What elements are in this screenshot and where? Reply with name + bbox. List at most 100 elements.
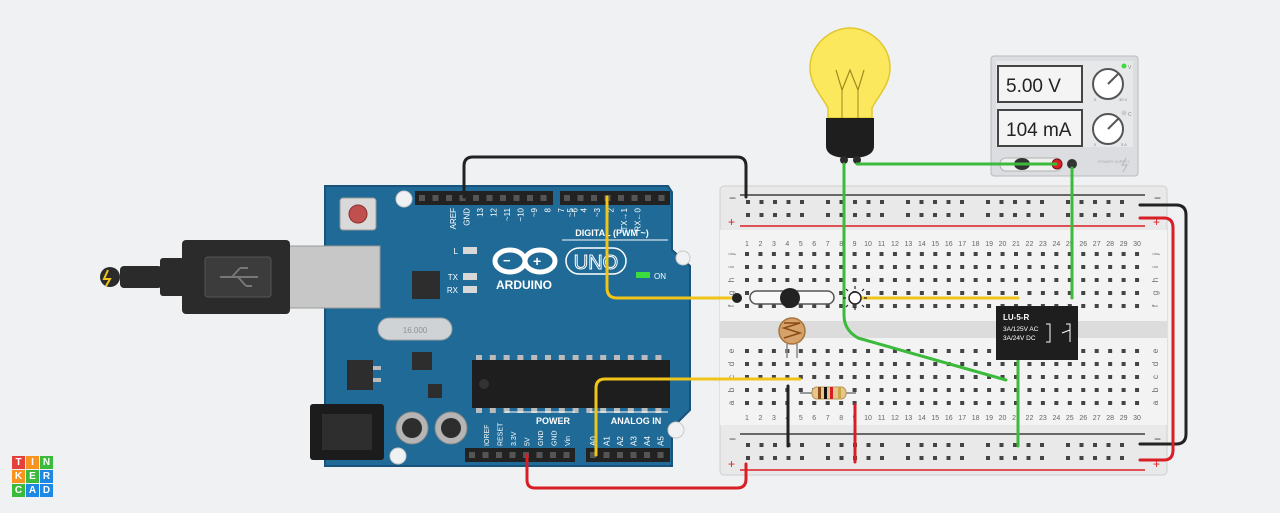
breadboard-hole[interactable] [973, 252, 978, 256]
analog-header[interactable] [586, 448, 670, 462]
breadboard-hole[interactable] [866, 278, 871, 282]
breadboard-hole[interactable] [866, 362, 871, 366]
breadboard-hole[interactable] [933, 401, 938, 405]
breadboard-hole[interactable] [839, 401, 844, 405]
breadboard-hole[interactable] [1027, 388, 1032, 392]
breadboard-hole[interactable] [1108, 401, 1113, 405]
rail-hole[interactable] [1106, 200, 1111, 204]
breadboard-hole[interactable] [771, 304, 776, 308]
breadboard-hole[interactable] [1014, 401, 1018, 405]
breadboard-hole[interactable] [771, 401, 776, 405]
breadboard-hole[interactable] [960, 401, 965, 405]
rail-hole[interactable] [1079, 443, 1084, 447]
breadboard-hole[interactable] [745, 265, 749, 269]
breadboard-hole[interactable] [1121, 349, 1126, 353]
header-hole[interactable] [564, 195, 570, 201]
breadboard-hole[interactable] [825, 375, 830, 379]
breadboard-hole[interactable] [866, 375, 871, 379]
rail-hole[interactable] [906, 200, 910, 204]
breadboard-hole[interactable] [1135, 252, 1140, 256]
rail-hole[interactable] [880, 443, 884, 447]
rail-hole[interactable] [946, 443, 951, 447]
rail-hole[interactable] [759, 200, 764, 204]
breadboard-hole[interactable] [1135, 349, 1140, 353]
rail-hole[interactable] [839, 200, 844, 204]
breadboard-hole[interactable] [812, 401, 817, 405]
rail-hole[interactable] [960, 456, 964, 460]
breadboard-hole[interactable] [825, 349, 830, 353]
breadboard-hole[interactable] [852, 265, 857, 269]
breadboard-hole[interactable] [892, 265, 897, 269]
breadboard-hole[interactable] [1000, 252, 1005, 256]
rail-hole[interactable] [880, 456, 884, 460]
breadboard-hole[interactable] [1040, 278, 1045, 282]
breadboard-hole[interactable] [879, 388, 884, 392]
rail-hole[interactable] [759, 213, 764, 217]
breadboard-hole[interactable] [1040, 265, 1045, 269]
rail-hole[interactable] [1026, 456, 1031, 460]
breadboard-hole[interactable] [745, 401, 749, 405]
breadboard-hole[interactable] [1094, 375, 1099, 379]
rail-hole[interactable] [919, 200, 924, 204]
breadboard-hole[interactable] [1027, 375, 1032, 379]
breadboard-hole[interactable] [1014, 388, 1018, 392]
breadboard-hole[interactable] [1000, 291, 1005, 295]
rail-hole[interactable] [1106, 213, 1111, 217]
breadboard-hole[interactable] [892, 388, 897, 392]
breadboard-hole[interactable] [745, 349, 749, 353]
header-hole[interactable] [577, 195, 584, 201]
breadboard-hole[interactable] [933, 278, 938, 282]
breadboard-hole[interactable] [1040, 362, 1045, 366]
rail-hole[interactable] [773, 213, 777, 217]
breadboard-hole[interactable] [866, 265, 871, 269]
breadboard-hole[interactable] [1081, 304, 1086, 308]
rail-hole[interactable] [999, 443, 1004, 447]
breadboard-hole[interactable] [1000, 388, 1005, 392]
breadboard-hole[interactable] [1135, 304, 1140, 308]
breadboard-hole[interactable] [866, 388, 871, 392]
breadboard-hole[interactable] [973, 304, 978, 308]
breadboard-hole[interactable] [906, 401, 911, 405]
breadboard-hole[interactable] [946, 401, 951, 405]
rail-hole[interactable] [800, 213, 804, 217]
header-hole[interactable] [645, 195, 651, 201]
breadboard-hole[interactable] [1081, 291, 1086, 295]
rail-hole[interactable] [826, 456, 830, 460]
breadboard-hole[interactable] [1121, 401, 1126, 405]
rail-hole[interactable] [786, 456, 791, 460]
breadboard-hole[interactable] [1135, 278, 1140, 282]
header-hole[interactable] [486, 195, 493, 201]
breadboard-hole[interactable] [946, 265, 951, 269]
breadboard-hole[interactable] [825, 304, 830, 308]
breadboard-hole[interactable] [758, 362, 763, 366]
breadboard-hole[interactable] [1054, 252, 1059, 256]
breadboard-hole[interactable] [1000, 362, 1005, 366]
breadboard-hole[interactable] [1067, 375, 1072, 379]
breadboard-hole[interactable] [1014, 362, 1018, 366]
header-hole[interactable] [631, 195, 638, 201]
breadboard-hole[interactable] [798, 304, 803, 308]
breadboard-hole[interactable] [906, 252, 911, 256]
breadboard-hole[interactable] [1094, 362, 1099, 366]
breadboard-hole[interactable] [906, 388, 911, 392]
breadboard-hole[interactable] [933, 265, 938, 269]
breadboard-hole[interactable] [1094, 304, 1099, 308]
breadboard-hole[interactable] [919, 401, 924, 405]
rail-hole[interactable] [1026, 200, 1031, 204]
breadboard-hole[interactable] [1121, 252, 1126, 256]
breadboard-hole[interactable] [946, 291, 951, 295]
rail-hole[interactable] [919, 213, 924, 217]
breadboard-hole[interactable] [758, 401, 763, 405]
rail-hole[interactable] [919, 443, 924, 447]
breadboard-hole[interactable] [852, 375, 857, 379]
breadboard-hole[interactable] [1121, 304, 1126, 308]
rail-hole[interactable] [746, 456, 750, 460]
breadboard-hole[interactable] [987, 304, 992, 308]
wires[interactable] [462, 155, 1188, 490]
rail-hole[interactable] [800, 456, 804, 460]
reset-button[interactable] [348, 204, 368, 224]
rail-hole[interactable] [1026, 213, 1031, 217]
breadboard-hole[interactable] [839, 375, 844, 379]
header-hole[interactable] [550, 452, 556, 458]
breadboard-hole[interactable] [1000, 375, 1005, 379]
